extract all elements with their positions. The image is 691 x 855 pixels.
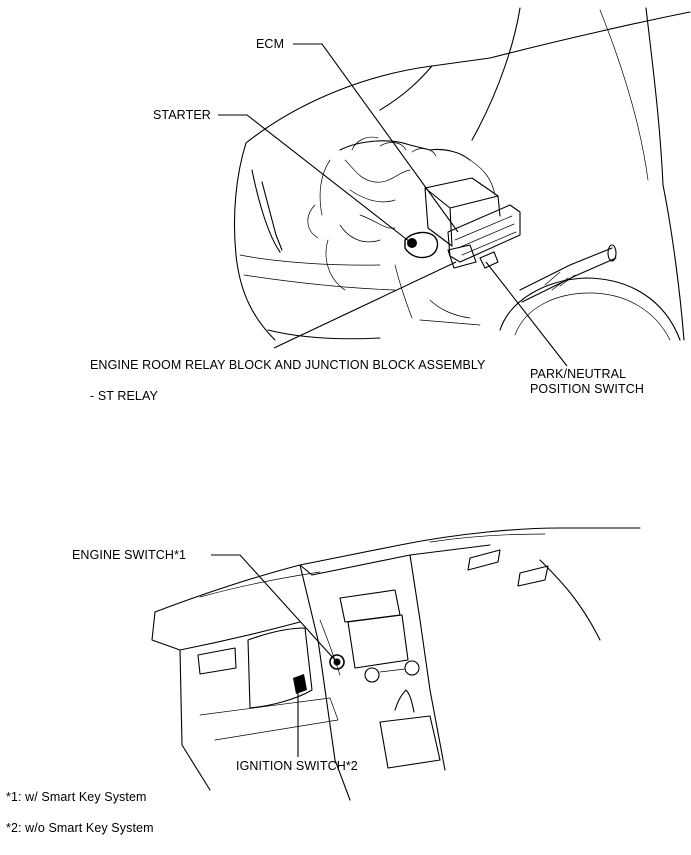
engine-switch-label: ENGINE SWITCH*1 xyxy=(72,548,187,562)
starter-leader xyxy=(218,114,411,243)
engine-switch-leader xyxy=(211,554,336,661)
starter-label: STARTER xyxy=(153,108,211,122)
left-vent xyxy=(197,647,237,675)
ecm-leader xyxy=(293,43,459,233)
engine-coils xyxy=(351,136,437,157)
right-dash-end xyxy=(539,559,601,641)
engine-switch-shape xyxy=(329,654,345,670)
engine-lower xyxy=(394,264,481,326)
right-vent xyxy=(517,565,549,587)
engine-switch-center xyxy=(333,658,341,666)
ecm-label: ECM xyxy=(256,37,285,51)
hood-edge xyxy=(245,11,691,144)
shift-knob xyxy=(394,689,415,713)
pnp-leader xyxy=(485,261,568,367)
grille-line-1 xyxy=(239,254,381,266)
ecm-ribs xyxy=(454,215,517,256)
column-shroud xyxy=(319,619,341,676)
fender-crease xyxy=(599,9,649,181)
center-stack-left xyxy=(299,564,351,801)
starter-body xyxy=(404,231,439,259)
knob-right xyxy=(404,660,420,676)
right-side-vent xyxy=(467,549,501,571)
fender-top xyxy=(645,7,664,186)
pnp-switch-label-line2: POSITION SWITCH xyxy=(530,382,644,396)
starter-solenoid xyxy=(407,238,417,248)
bottom-leader-lines xyxy=(211,554,336,757)
dash-top-crease xyxy=(199,533,546,598)
tyre-outer xyxy=(514,292,671,341)
ignition-switch-label: IGNITION SWITCH*2 xyxy=(236,759,358,773)
headlight-upper xyxy=(251,169,281,253)
dash-lower-edge xyxy=(179,621,301,651)
battery-side xyxy=(424,187,453,247)
left-lower-panel xyxy=(179,649,211,791)
hood-crease xyxy=(379,65,433,111)
windshield-base xyxy=(299,544,491,576)
relay-block-leader xyxy=(273,261,457,349)
engine-hoses-2 xyxy=(339,214,396,243)
center-display xyxy=(347,614,409,669)
battery-edge xyxy=(497,195,501,217)
footnote-2: *2: w/o Smart Key System xyxy=(6,821,154,835)
exhaust-end xyxy=(607,244,617,262)
ecm-box xyxy=(447,204,521,263)
pnp-switch xyxy=(479,251,499,269)
exhaust-pipe-upper xyxy=(519,247,613,291)
battery-top xyxy=(424,177,499,209)
pnp-switch-label-line1: PARK/NEUTRAL xyxy=(530,367,627,381)
shift-console xyxy=(379,715,441,769)
knob-left xyxy=(364,667,380,683)
exhaust-pipe-lower xyxy=(521,257,617,303)
engine-hoses-1 xyxy=(344,159,411,203)
dashboard-drawing xyxy=(151,527,641,801)
grille-line-2 xyxy=(243,274,396,291)
lower-dash-trim xyxy=(199,697,339,741)
fender-edge xyxy=(662,184,685,341)
catalyst-ribs xyxy=(544,271,576,291)
a-pillar-line xyxy=(471,7,521,141)
relay-block xyxy=(447,244,477,269)
dash-top-edge xyxy=(154,527,641,613)
dash-left-end xyxy=(151,611,181,651)
top-leader-lines xyxy=(218,43,568,367)
footnote-1: *1: w/ Smart Key System xyxy=(6,790,147,804)
center-vent xyxy=(339,589,401,623)
bumper-left xyxy=(233,142,276,341)
center-stack-right xyxy=(409,554,446,771)
st-relay-label: - ST RELAY xyxy=(90,389,158,403)
steering-column-cover xyxy=(247,627,313,709)
engine-compartment-drawing xyxy=(233,7,691,341)
engine-right xyxy=(469,159,496,196)
headlight-inner xyxy=(261,181,283,251)
knob-bar xyxy=(379,668,406,673)
wheel-arch xyxy=(499,277,681,341)
lower-bumper xyxy=(267,329,381,340)
relay-block-label: ENGINE ROOM RELAY BLOCK AND JUNCTION BLO… xyxy=(90,358,486,372)
ignition-switch-shape xyxy=(293,674,307,694)
engine-left-contour xyxy=(307,159,346,291)
engine-top xyxy=(339,140,471,161)
